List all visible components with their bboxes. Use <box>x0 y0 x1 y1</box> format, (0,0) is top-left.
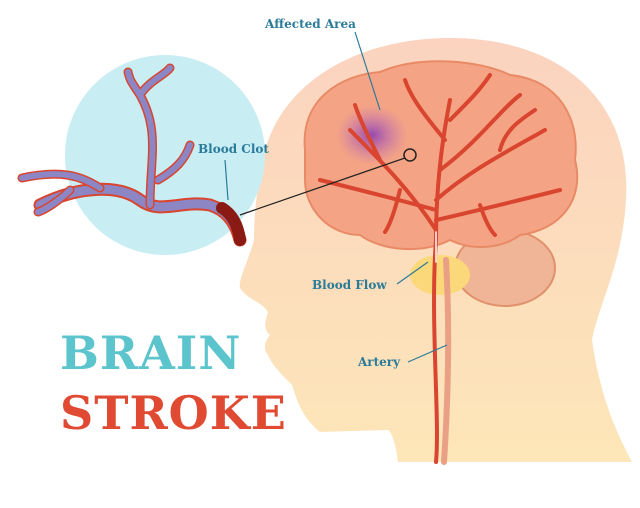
label-affected-area: Affected Area <box>265 17 356 31</box>
label-blood-clot: Blood Clot <box>198 142 269 156</box>
label-artery: Artery <box>358 355 401 369</box>
brain-arteries <box>318 73 562 465</box>
title-brain: BRAIN <box>60 326 242 380</box>
leader-lines <box>224 31 448 363</box>
affected-area <box>336 105 408 165</box>
inset-vessels <box>17 63 247 247</box>
brain-stem-gland <box>410 255 470 295</box>
title-stroke: STROKE <box>60 386 287 440</box>
label-blood-flow: Blood Flow <box>312 278 387 292</box>
